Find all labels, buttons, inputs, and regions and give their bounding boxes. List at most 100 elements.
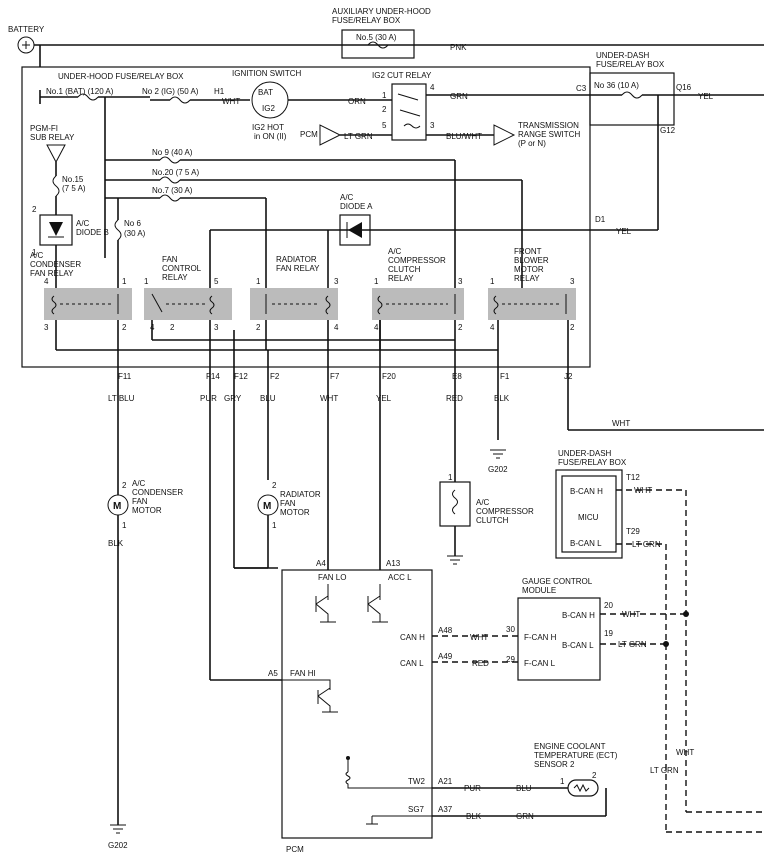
svg-text:D1: D1 xyxy=(595,215,606,224)
svg-text:CONDENSER: CONDENSER xyxy=(30,260,81,269)
relay-front-blower-motor: FRONT BLOWER MOTOR RELAY 1 3 4 2 xyxy=(488,247,576,332)
underhood-title: UNDER-HOOD FUSE/RELAY BOX xyxy=(58,72,184,81)
svg-text:BLOWER: BLOWER xyxy=(514,256,549,265)
svg-text:5: 5 xyxy=(214,277,219,286)
svg-text:WHT: WHT xyxy=(320,394,338,403)
svg-text:1: 1 xyxy=(144,277,149,286)
svg-text:3: 3 xyxy=(214,323,219,332)
svg-text:F-CAN L: F-CAN L xyxy=(524,659,556,668)
pcm-box: PCM A4 A13 FAN LO ACC L A5 FAN HI CAN H … xyxy=(268,559,453,854)
svg-text:PCM: PCM xyxy=(300,130,318,139)
svg-text:B-CAN L: B-CAN L xyxy=(570,539,602,548)
svg-text:FAN: FAN xyxy=(132,497,148,506)
svg-text:M: M xyxy=(263,501,271,512)
relay-ac-compressor-clutch: A/C COMPRESSOR CLUTCH RELAY 1 3 4 2 xyxy=(372,247,464,332)
svg-text:WHT: WHT xyxy=(634,486,652,495)
svg-text:GAUGE CONTROL: GAUGE CONTROL xyxy=(522,577,593,586)
svg-text:M: M xyxy=(113,501,121,512)
svg-text:LT GRN: LT GRN xyxy=(632,540,661,549)
svg-text:A21: A21 xyxy=(438,777,453,786)
svg-text:3: 3 xyxy=(570,277,575,286)
svg-text:E8: E8 xyxy=(452,372,462,381)
svg-text:CLUTCH: CLUTCH xyxy=(388,265,421,274)
svg-text:G12: G12 xyxy=(660,126,676,135)
svg-text:A49: A49 xyxy=(438,652,453,661)
svg-text:GRN: GRN xyxy=(516,812,534,821)
svg-text:RELAY: RELAY xyxy=(388,274,414,283)
svg-text:A/C: A/C xyxy=(476,498,490,507)
svg-text:2: 2 xyxy=(122,481,127,490)
svg-text:A/C: A/C xyxy=(388,247,402,256)
relay-radiator-fan: RADIATOR FAN RELAY 1 3 2 4 xyxy=(250,255,339,332)
svg-text:LT GRN: LT GRN xyxy=(650,766,679,775)
connector-labels: F11 F14 F12 F2 F7 F20 E8 F1 J2 LT BLU PU… xyxy=(108,372,573,403)
svg-text:1: 1 xyxy=(448,473,453,482)
diode-b: 2 1 A/C DIODE B xyxy=(32,205,109,257)
svg-text:UNDER-DASH: UNDER-DASH xyxy=(558,449,612,458)
micu-box: UNDER-DASH FUSE/RELAY BOX B-CAN H MICU B… xyxy=(555,449,640,559)
svg-text:F11: F11 xyxy=(118,372,132,381)
svg-text:19: 19 xyxy=(604,629,613,638)
svg-text:UNDER-DASH: UNDER-DASH xyxy=(596,51,650,60)
svg-text:2: 2 xyxy=(272,481,277,490)
svg-text:F-CAN H: F-CAN H xyxy=(524,633,557,642)
svg-text:BLK: BLK xyxy=(494,394,510,403)
svg-text:LT GRN: LT GRN xyxy=(344,132,373,141)
svg-text:A5: A5 xyxy=(268,669,278,678)
aux-fuse-label: No.5 (30 A) xyxy=(356,33,397,42)
svg-text:in ON (II): in ON (II) xyxy=(254,132,287,141)
svg-text:2: 2 xyxy=(592,771,597,780)
svg-text:SUB RELAY: SUB RELAY xyxy=(30,133,75,142)
svg-text:No 6: No 6 xyxy=(124,219,141,228)
svg-text:MOTOR: MOTOR xyxy=(514,265,544,274)
svg-text:MOTOR: MOTOR xyxy=(280,508,310,517)
pcm-input-triangle xyxy=(319,124,342,146)
svg-text:DIODE A: DIODE A xyxy=(340,202,373,211)
gauge-control-module: GAUGE CONTROL MODULE B-CAN H B-CAN L F-C… xyxy=(506,577,613,681)
svg-text:BAT: BAT xyxy=(258,88,273,97)
svg-text:FRONT: FRONT xyxy=(514,247,542,256)
svg-text:H1: H1 xyxy=(214,87,225,96)
svg-text:2: 2 xyxy=(170,323,175,332)
ignition-switch: IGNITION SWITCH BAT IG2 IG2 HOT in ON (I… xyxy=(232,69,302,141)
svg-text:FAN HI: FAN HI xyxy=(290,669,316,678)
ground-g202-upper: G202 xyxy=(488,449,508,474)
pgmfi-sub-relay: PGM-FI SUB RELAY xyxy=(30,124,75,164)
svg-text:A/C: A/C xyxy=(340,193,354,202)
aux-fuse-box: AUXILIARY UNDER-HOOD FUSE/RELAY BOX No.5… xyxy=(332,7,467,59)
svg-text:29: 29 xyxy=(506,655,515,664)
svg-text:1: 1 xyxy=(560,777,565,786)
svg-text:1: 1 xyxy=(272,521,277,530)
svg-text:No 9 (40 A): No 9 (40 A) xyxy=(152,148,193,157)
svg-text:WHT: WHT xyxy=(222,97,240,106)
svg-text:J2: J2 xyxy=(564,372,573,381)
svg-text:3: 3 xyxy=(430,121,435,130)
svg-text:GRN: GRN xyxy=(450,92,468,101)
diode-a: A/C DIODE A xyxy=(339,193,373,246)
svg-text:WHT: WHT xyxy=(622,610,640,619)
svg-text:CLUTCH: CLUTCH xyxy=(476,516,509,525)
relay-fan-control: FAN CONTROL RELAY 1 5 3 4 2 xyxy=(144,255,232,332)
svg-text:F12: F12 xyxy=(234,372,248,381)
svg-text:LT GRN: LT GRN xyxy=(618,640,647,649)
svg-text:RADIATOR: RADIATOR xyxy=(276,255,317,264)
svg-text:LT BLU: LT BLU xyxy=(108,394,135,403)
relay-ac-condenser: A/C CONDENSER FAN RELAY 4 1 3 2 xyxy=(30,251,132,332)
svg-text:1: 1 xyxy=(122,521,127,530)
svg-text:A4: A4 xyxy=(316,559,326,568)
svg-text:1: 1 xyxy=(122,277,127,286)
underdash-top-box: UNDER-DASH FUSE/RELAY BOX No 36 (10 A) C… xyxy=(576,51,692,135)
svg-text:3: 3 xyxy=(334,277,339,286)
svg-text:1: 1 xyxy=(32,248,37,257)
svg-text:A/C: A/C xyxy=(30,251,44,260)
svg-text:F14: F14 xyxy=(206,372,220,381)
svg-text:T29: T29 xyxy=(626,527,640,536)
svg-text:2: 2 xyxy=(122,323,127,332)
svg-text:2: 2 xyxy=(32,205,37,214)
svg-text:YEL: YEL xyxy=(616,227,632,236)
svg-text:C3: C3 xyxy=(576,84,587,93)
svg-text:Q16: Q16 xyxy=(676,83,692,92)
svg-text:FAN: FAN xyxy=(162,255,178,264)
svg-text:COMPRESSOR: COMPRESSOR xyxy=(388,256,446,265)
svg-text:2: 2 xyxy=(382,105,387,114)
